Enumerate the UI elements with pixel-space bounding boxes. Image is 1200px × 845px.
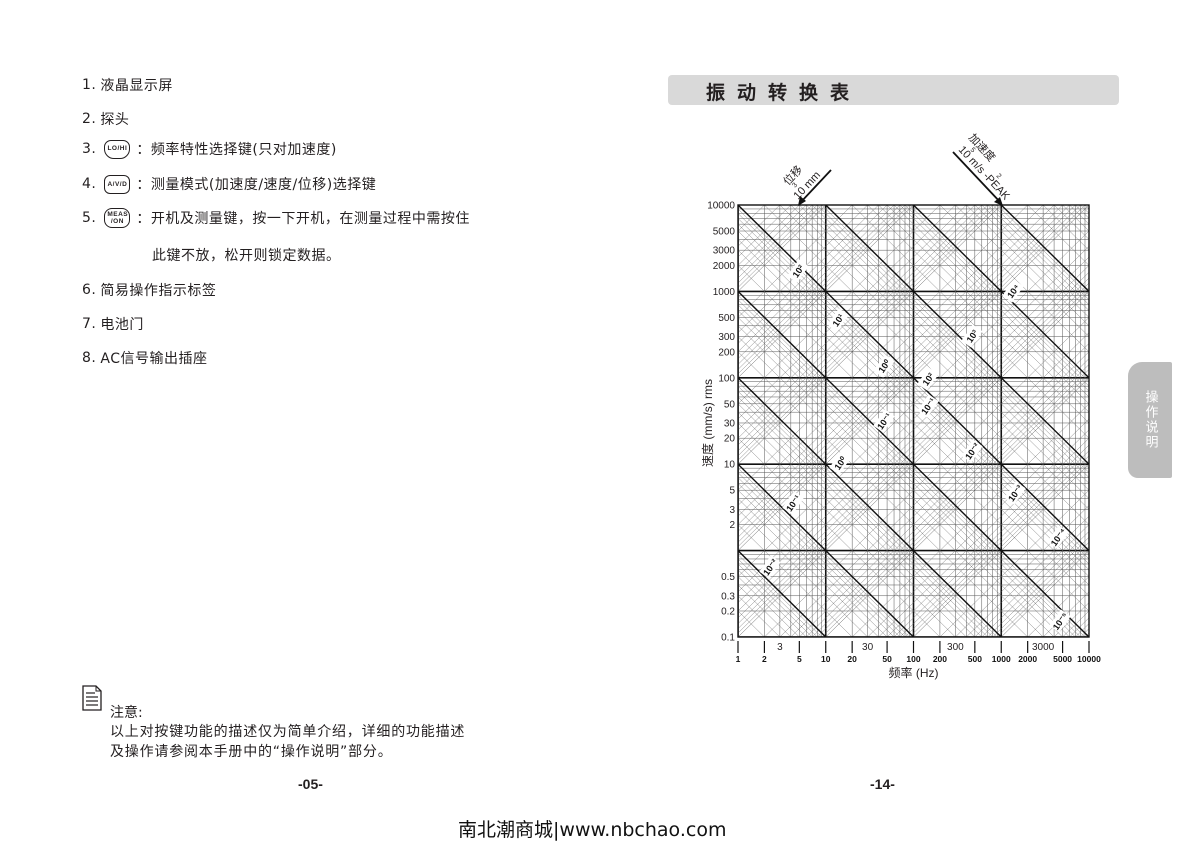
svg-text:3: 3 [791,182,799,190]
svg-text:5: 5 [729,486,735,497]
svg-text:3000: 3000 [713,246,736,257]
svg-text:500: 500 [968,654,982,664]
list-item: 7. 电池门 [82,314,144,334]
svg-text:速度 (mm/s) rms: 速度 (mm/s) rms [700,379,715,467]
svg-text:10⁻⁴: 10⁻⁴ [1049,527,1068,548]
svg-text:30: 30 [862,642,874,653]
svg-text:5000: 5000 [1053,654,1072,664]
svg-text:5: 5 [969,147,977,155]
svg-text:5000: 5000 [713,227,736,238]
svg-text:10000: 10000 [1077,654,1101,664]
item-number: 7. [82,316,97,332]
item-text: ：测量模式(加速度/速度/位移)选择键 [136,177,377,193]
svg-text:3: 3 [777,642,783,653]
svg-text:0.3: 0.3 [721,591,735,602]
note-title: 注意: [110,705,143,721]
svg-text:200: 200 [718,347,735,358]
svg-text:500: 500 [718,313,735,324]
section-title-bar: 振动转换表 [668,75,1119,105]
svg-text:5: 5 [797,654,802,664]
svg-text:频率 (Hz): 频率 (Hz) [889,665,939,680]
item-number: 5. [82,210,97,226]
item-number: 2. [82,111,97,127]
svg-text:50: 50 [724,399,736,410]
item-number: 6. [82,282,97,298]
watermark: 南北潮商城|www.nbchao.com [458,819,727,841]
svg-text:10: 10 [821,654,831,664]
item-number: 3. [82,141,97,157]
svg-text:2000: 2000 [1018,654,1037,664]
svg-text:300: 300 [718,332,735,343]
svg-text:20: 20 [724,434,736,445]
svg-text:1000: 1000 [992,654,1011,664]
svg-text:0.5: 0.5 [721,572,735,583]
svg-text:0.1: 0.1 [721,633,735,644]
list-item: 4. A/V/D ：测量模式(加速度/速度/位移)选择键 [82,174,376,194]
item-number: 4. [82,176,97,192]
lo-hi-key-icon: LO/HI [104,139,131,159]
meas-on-key-icon: MEAS /ON [104,208,131,228]
document-note-icon [82,685,102,711]
item-text: ：开机及测量键，按一下开机，在测量过程中需按住 [136,211,470,227]
list-item: 1. 液晶显示屏 [82,75,173,95]
item-continuation: 此键不放，松开则锁定数据。 [152,248,341,264]
side-tab-operation[interactable]: 操作说明 [1128,362,1172,478]
svg-text:30: 30 [724,418,736,429]
list-item: 6. 简易操作指示标签 [82,280,216,300]
svg-text:2: 2 [729,520,735,531]
list-item: 3. LO/HI ：频率特性选择键(只对加速度) [82,139,337,159]
svg-text:20: 20 [847,654,857,664]
svg-text:2: 2 [762,654,767,664]
list-item: 2. 探头 [82,109,129,129]
note-body: 以上对按键功能的描述仅为简单介绍，详细的功能描述 及操作请参阅本手册中的“操作说… [110,722,465,762]
svg-text:3000: 3000 [1032,642,1055,653]
svg-text:2: 2 [995,173,1003,181]
svg-text:0.2: 0.2 [721,606,735,617]
note-line: 及操作请参阅本手册中的“操作说明”部分。 [110,744,393,760]
item-number: 8. [82,350,97,366]
item-text: 探头 [100,112,130,128]
left-page: 1. 液晶显示屏 2. 探头 3. LO/HI ：频率特性选择键(只对加速度) … [82,75,470,792]
svg-text:3: 3 [729,505,735,516]
svg-text:10000: 10000 [707,201,735,212]
avd-key-icon: A/V/D [104,174,131,194]
svg-text:2000: 2000 [713,261,736,272]
svg-text:50: 50 [882,654,892,664]
item-number: 1. [82,77,97,93]
svg-text:300: 300 [947,642,964,653]
svg-text:1: 1 [736,654,741,664]
page-number-left: -05- [298,776,323,792]
item-text: 简易操作指示标签 [100,283,217,299]
item-text: 液晶显示屏 [100,78,173,94]
page-title: 振动转换表 [706,82,862,104]
list-item: 8. AC信号输出插座 [82,348,207,368]
list-item: 5. MEAS /ON ：开机及测量键，按一下开机，在测量过程中需按住 [82,208,470,228]
page-number-right: -14- [870,776,895,792]
svg-text:100: 100 [718,373,735,384]
svg-text:100: 100 [906,654,920,664]
svg-text:1000: 1000 [713,287,736,298]
item-text: AC信号输出插座 [100,351,208,367]
item-text: ：频率特性选择键(只对加速度) [136,142,337,158]
svg-text:200: 200 [933,654,947,664]
note-line: 以上对按键功能的描述仅为简单介绍，详细的功能描述 [110,724,466,740]
item-text: 电池门 [100,317,144,333]
svg-text:10: 10 [724,460,736,471]
